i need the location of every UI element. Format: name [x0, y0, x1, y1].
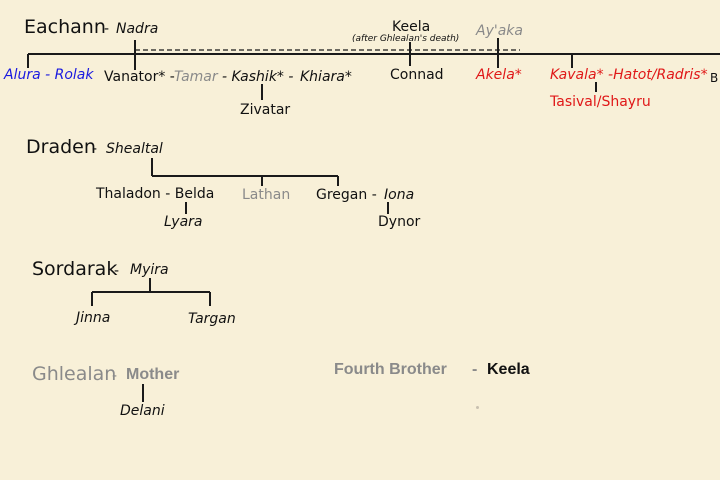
keela-name: Keela [392, 19, 431, 35]
fourth-keela-name: Keela [487, 361, 530, 378]
jinna-name: Jinna [76, 310, 111, 326]
draden-name: Draden [26, 136, 96, 158]
myira-name: Myira [130, 262, 169, 278]
gregan-name: Gregan - [316, 187, 377, 203]
nadra-name: Nadra [116, 21, 159, 37]
tasival-shayru: Tasival/Shayru [550, 94, 651, 110]
sordarak-name: Sordarak [32, 258, 118, 280]
zivatar-name: Zivatar [240, 102, 291, 118]
connad-name: Connad [390, 67, 444, 83]
fourth-brother-name: Fourth Brother [334, 361, 447, 378]
dynor-name: Dynor [378, 214, 421, 230]
cut-off-name: B [710, 71, 719, 85]
iona-name: Iona [384, 187, 415, 203]
stray-dot [476, 406, 479, 409]
shealtal-name: Shealtal [106, 141, 163, 157]
keela-note: (after Ghlealan's death) [352, 34, 460, 44]
ghlealan-name: Ghlealan [32, 363, 117, 385]
lyara-name: Lyara [164, 214, 203, 230]
ghlealan-sep: - [112, 368, 118, 384]
akela-name: Akela* [476, 67, 522, 83]
eachann-name: Eachann [24, 16, 106, 38]
delani-name: Delani [120, 403, 165, 419]
kavala-hatot-radris: Kavala* -Hatot/Radris* [550, 67, 708, 83]
alura-rolak: Alura - Rolak [4, 67, 94, 83]
mother-name: Mother [126, 366, 180, 383]
tamar-name: Tamar [174, 69, 218, 85]
ayaka-name: Ay'aka [476, 23, 523, 39]
eachann-sep: - [104, 21, 110, 37]
targan-name: Targan [188, 311, 236, 327]
draden-sep: - [92, 141, 98, 157]
sordarak-sep: - [114, 263, 120, 279]
lathan-name: Lathan [242, 187, 291, 203]
kashik-name: - Kashik* - [222, 69, 294, 85]
khiara-name: Khiara* [300, 69, 352, 85]
thaladon-belda: Thaladon - Belda [96, 186, 215, 202]
fourth-brother-sep: - [472, 361, 478, 378]
vanator-name: Vanator* - [104, 69, 175, 85]
